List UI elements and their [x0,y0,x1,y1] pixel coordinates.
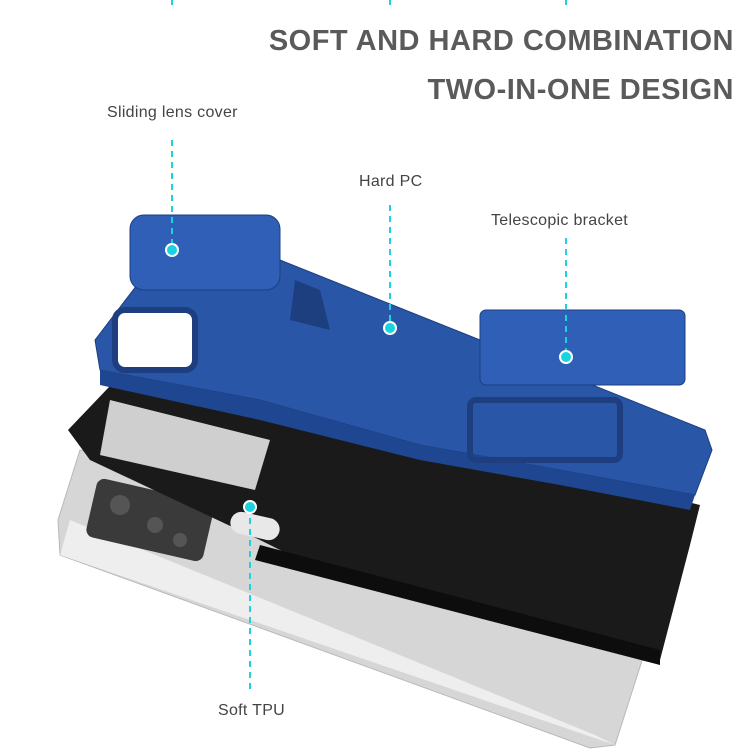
hard-pc-case-blue [94,214,713,510]
callout-dots [165,243,573,514]
headline-line2: TWO-IN-ONE DESIGN [427,74,734,106]
headline-line1: SOFT AND HARD COMBINATION [268,25,734,57]
phone-silver [57,449,666,749]
label-soft-tpu: Soft TPU [218,702,286,719]
lens-cover-slider [129,214,281,291]
callout-lines [171,140,567,690]
label-hard-pc: Hard PC [359,173,423,190]
label-telescopic-bracket: Telescopic bracket [491,212,629,229]
label-sliding-lens-cover: Sliding lens cover [107,104,238,121]
top-guide-lines [171,0,567,5]
telescopic-bracket [479,309,686,386]
